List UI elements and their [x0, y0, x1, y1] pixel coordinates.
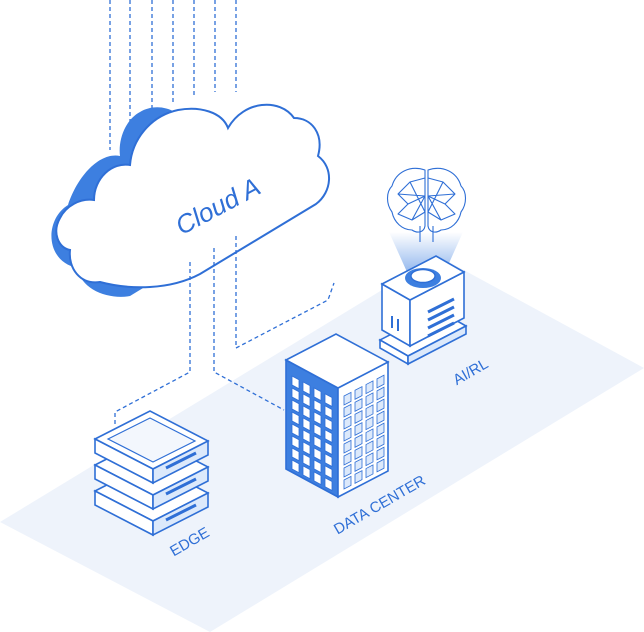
- building-window: [343, 463, 352, 478]
- building-window: [302, 405, 311, 420]
- brain-icon: [386, 167, 467, 242]
- building-window: [354, 421, 363, 436]
- building-window: [376, 398, 385, 413]
- building-window: [324, 453, 333, 468]
- building-window: [302, 453, 311, 468]
- building-window: [354, 433, 363, 448]
- building-roof: [284, 333, 390, 389]
- building-window: [313, 435, 322, 450]
- building-window: [365, 428, 374, 443]
- building-window: [313, 399, 322, 414]
- building-window: [291, 411, 300, 426]
- building-window: [354, 409, 363, 424]
- building-window: [302, 465, 311, 480]
- building-window: [302, 417, 311, 432]
- building-window: [313, 459, 322, 474]
- building-window: [313, 471, 322, 486]
- building-window: [313, 423, 322, 438]
- building-window: [324, 393, 333, 408]
- building-window: [313, 411, 322, 426]
- building-window: [376, 458, 385, 473]
- building-window: [343, 451, 352, 466]
- building-window: [343, 391, 352, 406]
- building-window: [376, 386, 385, 401]
- building-window: [291, 459, 300, 474]
- building-window: [324, 417, 333, 432]
- building-window: [376, 422, 385, 437]
- cloud-a: Cloud A: [51, 103, 331, 297]
- building-window: [291, 435, 300, 450]
- building-window: [343, 439, 352, 454]
- building-window: [365, 464, 374, 479]
- uplink-lines: [109, 0, 237, 150]
- building-window: [354, 445, 363, 460]
- building-window: [365, 392, 374, 407]
- building-window: [354, 469, 363, 484]
- building-window: [302, 429, 311, 444]
- building-window: [343, 403, 352, 418]
- building-window: [343, 475, 352, 490]
- building-window: [291, 375, 300, 390]
- building-window: [354, 457, 363, 472]
- building-window: [302, 441, 311, 456]
- building-window: [343, 427, 352, 442]
- building-window: [324, 429, 333, 444]
- building-window: [324, 405, 333, 420]
- building-window: [324, 441, 333, 456]
- building-window: [365, 404, 374, 419]
- building-windows-right: [343, 374, 385, 490]
- building-window: [376, 410, 385, 425]
- building-window: [343, 415, 352, 430]
- cloud-face: [55, 103, 331, 289]
- building-window: [365, 452, 374, 467]
- building-window: [354, 397, 363, 412]
- building-window: [313, 387, 322, 402]
- building-window: [291, 399, 300, 414]
- building-window: [324, 465, 333, 480]
- building-window: [324, 477, 333, 492]
- building-window: [376, 374, 385, 389]
- connection-lines: [114, 236, 335, 425]
- building-window: [291, 447, 300, 462]
- building-window: [376, 434, 385, 449]
- building-window: [302, 393, 311, 408]
- building-window: [365, 440, 374, 455]
- data-center-building: [284, 333, 390, 499]
- building-window: [302, 381, 311, 396]
- building-window: [365, 416, 374, 431]
- building-window: [291, 387, 300, 402]
- building-window: [313, 447, 322, 462]
- edge-server: [93, 410, 210, 537]
- building-windows-left: [291, 375, 333, 492]
- building-window: [365, 380, 374, 395]
- building-window: [291, 423, 300, 438]
- ai-box: [378, 232, 468, 366]
- building-window: [376, 446, 385, 461]
- building-window: [354, 385, 363, 400]
